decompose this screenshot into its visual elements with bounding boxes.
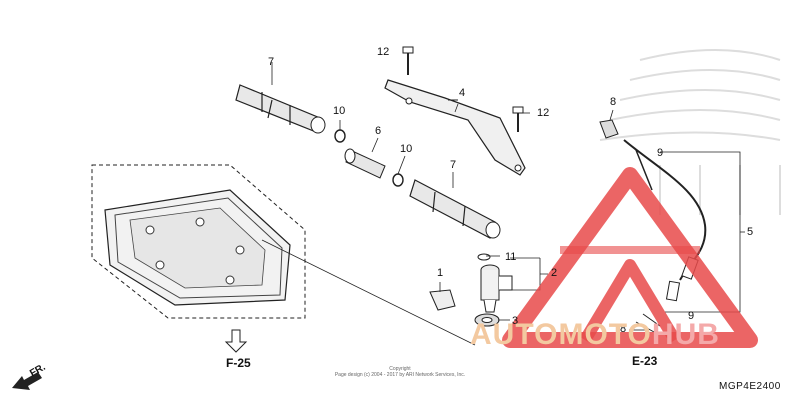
part-label-6: 6 (375, 125, 382, 137)
part-label-7b: 7 (450, 159, 457, 171)
copyright-line-2: Page design (c) 2004 - 2017 by ARI Netwo… (334, 372, 466, 378)
fuel-rail-right (409, 172, 501, 239)
front-arrow-icon (12, 372, 42, 390)
fuel-injector (429, 253, 513, 327)
part-label-2: 2 (551, 267, 558, 279)
fuel-rail-left (235, 62, 326, 134)
ref-electrical-label: E-23 (632, 354, 658, 368)
copyright-line-1: Copyright (389, 366, 411, 372)
bolt-lower (512, 106, 524, 132)
part-label-12a: 12 (377, 46, 390, 58)
part-label-7a: 7 (268, 56, 275, 68)
part-label-12b: 12 (537, 107, 550, 119)
honda-wing-logo (599, 49, 781, 215)
watermark-text-part1: AUTOMOTO (470, 318, 652, 351)
part-label-10a: 10 (333, 105, 346, 117)
diagram-code: MGP4E2400 (719, 381, 781, 392)
fuel-joint (344, 148, 386, 179)
copyright-notice: Copyright Page design (c) 2004 - 2017 by… (300, 366, 500, 378)
part-label-8a: 8 (610, 96, 617, 108)
part-label-3: 3 (512, 315, 519, 327)
leader-lines (339, 103, 745, 331)
part-label-9a: 9 (657, 147, 664, 159)
part-label-1: 1 (437, 267, 444, 279)
watermark-text: AUTOMOTOHUB (470, 320, 720, 350)
watermark-text-part2: HUB (651, 318, 720, 351)
part-label-11: 11 (505, 251, 517, 263)
intake-manifold-group (91, 164, 476, 353)
part-label-9b: 9 (688, 310, 695, 322)
ref-frame-label: F-25 (226, 356, 251, 370)
bolt-upper (402, 46, 414, 75)
part-label-5: 5 (747, 226, 754, 238)
mounting-bracket (384, 79, 526, 176)
part-label-8b: 8 (620, 323, 627, 335)
part-label-10b: 10 (400, 143, 413, 155)
part-label-4: 4 (459, 87, 466, 99)
